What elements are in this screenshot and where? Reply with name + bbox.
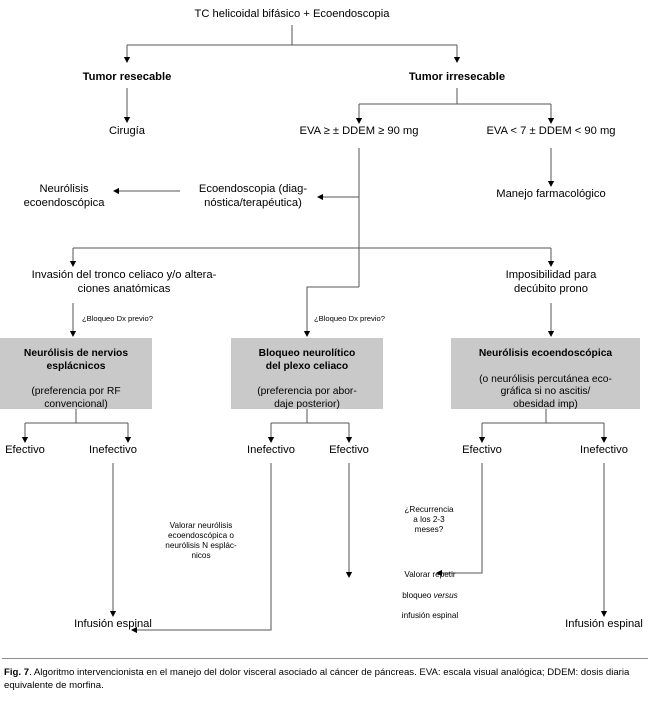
node-cirugia: Cirugía [108,125,146,137]
caption-divider [2,658,648,659]
node-eva-baja: EVA < 7 ± DDEM < 90 mg [486,125,616,137]
box-title: Neurólisis de nervios esplácnicos [23,348,129,372]
box-neurolisis-ecoendoscopica[interactable]: Neurólisis ecoendoscópica (o neurólisis … [451,338,640,410]
box-bloqueo-neurolitico-plexo-celiaco[interactable]: Bloqueo neurolítico del plexo celiaco (p… [231,338,383,410]
box-subtitle: (preferencia por RF convencional) [31,386,121,410]
outcome-left-efectivo: Efectivo [5,444,45,456]
connector-lines [21,25,608,634]
box-title: Bloqueo neurolítico del plexo celiaco [258,348,356,372]
node-recurrencia: ¿Recurrencia a los 2-3 meses? [404,505,454,534]
box-subtitle: (preferencia por abor- daje posterior) [257,386,357,410]
valorar-repetir-line3: infusión espinal [401,611,459,621]
outcome-right-efectivo: Efectivo [462,444,502,456]
valorar-repetir-line1: Valorar repetir [404,570,456,580]
node-eva-alta: EVA ≥ ± DDEM ≥ 90 mg [299,125,419,137]
node-tumor-resecable: Tumor resecable [82,71,172,83]
edge-label-bloqueo-dx-previo-izq: ¿Bloqueo Dx previo? [82,314,153,323]
outcome-left-inefectivo: Inefectivo [89,444,137,456]
node-infusion-espinal-der: Infusión espinal [565,618,643,630]
node-invasion-tronco-celiaco: Invasión del tronco celiaco y/o altera- … [31,269,217,295]
figure-caption: Fig. 7. Algoritmo intervencionista en el… [4,666,646,692]
outcome-right-inefectivo: Inefectivo [580,444,628,456]
node-neurolisis-ecoendoscopica-izq: Neurólisis ecoendoscópica [23,183,105,209]
outcome-mid-inefectivo: Inefectivo [247,444,295,456]
node-ecoendoscopia: Ecoendoscopia (diag- nóstica/terapéutica… [198,183,308,209]
node-imposibilidad-decubito-prono: Imposibilidad para decúbito prono [505,269,597,295]
flowchart-diagram: TC helicoidal bifásico + Ecoendoscopia T… [0,8,643,634]
edge-label-bloqueo-dx-previo-medio: ¿Bloqueo Dx previo? [314,314,385,323]
node-tumor-irresecable: Tumor irresecable [408,71,506,83]
node-infusion-espinal-izq: Infusión espinal [74,618,152,630]
figure-caption-text: . Algoritmo intervencionista en el manej… [4,667,630,692]
node-valorar-repetir-bloqueo: Valorar repetir bloqueo versus infusión … [382,560,478,622]
node-valorar-neurolisis: Valorar neurólisis ecoendoscópica o neur… [165,521,237,560]
node-manejo-farmacologico: Manejo farmacológico [496,188,606,200]
node-root: TC helicoidal bifásico + Ecoendoscopia [194,8,390,20]
valorar-repetir-line2-pre: bloqueo [402,590,434,600]
valorar-repetir-line2-emphasis: versus [433,590,458,600]
outcome-mid-efectivo: Efectivo [329,444,369,456]
box-neurolisis-nervios-esplacnicos[interactable]: Neurólisis de nervios esplácnicos (prefe… [0,338,152,410]
figure-number: Fig. 7 [4,667,30,678]
box-subtitle: (o neurólisis percutánea eco- gráfica si… [479,373,612,410]
box-title: Neurólisis ecoendoscópica [478,348,613,360]
